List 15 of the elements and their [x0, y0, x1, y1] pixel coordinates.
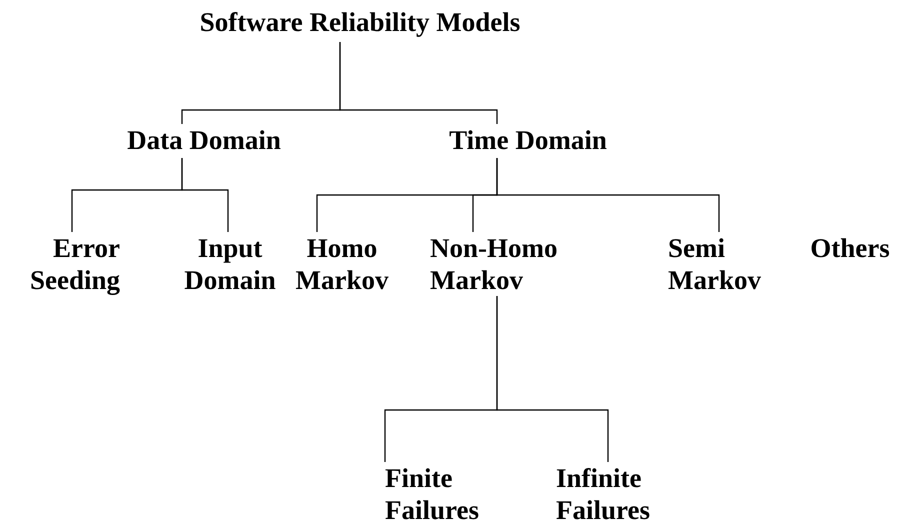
node-label: Error Seeding [28, 232, 120, 296]
node-label: Data Domain [126, 124, 282, 156]
node-label: Input Domain [183, 232, 277, 296]
node-label: Homo Markov [294, 232, 390, 296]
connector-line [496, 296, 609, 462]
node-label: Semi Markov [668, 232, 762, 296]
node-label: Finite Failures [385, 462, 480, 526]
node-label: Software Reliability Models [198, 6, 522, 38]
node-label: Others [809, 232, 891, 264]
node-label: Infinite Failures [556, 462, 651, 526]
node-label: Time Domain [448, 124, 608, 156]
node-label: Non-Homo Markov [430, 232, 558, 296]
connector-line [496, 158, 720, 232]
connector-line [339, 42, 498, 124]
connector-line [181, 158, 229, 232]
